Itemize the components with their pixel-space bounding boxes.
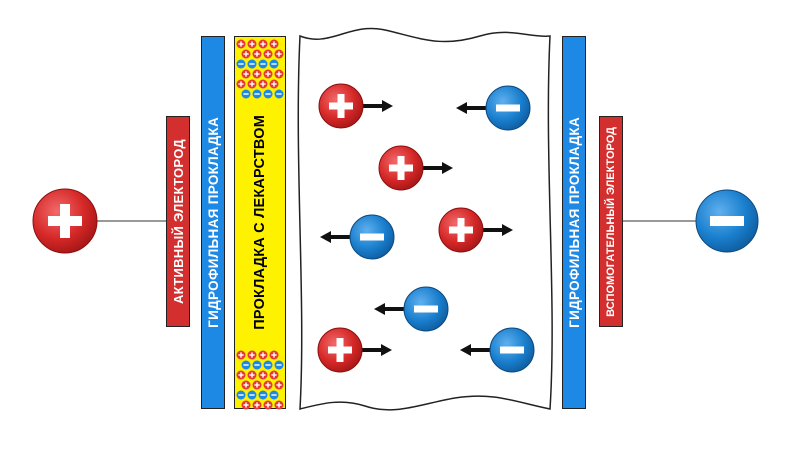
direction-arrow-icon: [374, 303, 406, 315]
hydrophilic-pad-right: ГИДРОФИЛЬНАЯ ПРОКЛАДКА: [562, 36, 586, 409]
drug-positive-dot: [241, 380, 251, 390]
direction-arrow-icon: [481, 224, 513, 236]
drug-positive-dot: [263, 400, 273, 410]
drug-negative-dot: [247, 59, 257, 69]
drug-negative-dot: [263, 360, 273, 370]
negative-terminal-icon: [695, 189, 759, 253]
ions-layer: [317, 83, 535, 373]
drug-positive-dot: [263, 380, 273, 390]
drug-negative-dot: [241, 360, 251, 370]
drug-positive-dot: [252, 49, 262, 59]
drug-positive-dot: [247, 79, 257, 89]
drug-positive-dot: [258, 350, 268, 360]
drug-positive-dot: [269, 39, 279, 49]
drug-negative-dot: [269, 390, 279, 400]
drug-positive-dot: [236, 39, 246, 49]
tissue-region: [297, 27, 553, 411]
drug-negative-dot: [258, 59, 268, 69]
drug-positive-dot: [269, 370, 279, 380]
drug-positive-dot: [247, 39, 257, 49]
auxiliary-electrode-strip: ВСПОМОГАТЕЛЬНЫЙ ЭЛЕКТОРОД: [599, 116, 623, 327]
active-electrode-strip: АКТИВНЫЙ ЭЛЕКТОРОД: [166, 116, 190, 327]
drug-negative-dot: [258, 390, 268, 400]
drug-negative-dot: [247, 390, 257, 400]
drug-positive-dot: [269, 79, 279, 89]
drug-positive-dot: [263, 49, 273, 59]
drug-molecule-clusters: [236, 39, 284, 410]
positive-terminal-icon: [32, 188, 98, 254]
drug-negative-dot: [236, 59, 246, 69]
drug-positive-dot: [269, 350, 279, 360]
drug-positive-dot: [274, 400, 284, 410]
drug-negative-dot: [236, 390, 246, 400]
drug-positive-dot: [247, 350, 257, 360]
positive-ion: [318, 83, 393, 129]
drug-negative-dot: [263, 89, 273, 99]
direction-arrow-icon: [361, 100, 393, 112]
drug-positive-dot: [241, 49, 251, 59]
drug-positive-dot: [236, 79, 246, 89]
drug-positive-dot: [263, 69, 273, 79]
positive-ion: [317, 327, 392, 373]
drug-positive-dot: [241, 400, 251, 410]
direction-arrow-icon: [456, 102, 488, 114]
negative-ion: [460, 327, 535, 373]
direction-arrow-icon: [360, 344, 392, 356]
drug-negative-dot: [269, 59, 279, 69]
drug-positive-dot: [274, 69, 284, 79]
drug-positive-dot: [252, 400, 262, 410]
hydrophilic-pad-left: ГИДРОФИЛЬНАЯ ПРОКЛАДКА: [201, 36, 225, 409]
drug-positive-dot: [252, 380, 262, 390]
drug-positive-dot: [241, 69, 251, 79]
drug-positive-dot: [236, 370, 246, 380]
drug-positive-dot: [247, 370, 257, 380]
negative-ion: [320, 214, 395, 260]
drug-positive-dot: [252, 69, 262, 79]
direction-arrow-icon: [460, 344, 492, 356]
drug-negative-dot: [252, 89, 262, 99]
direction-arrow-icon: [320, 231, 352, 243]
drug-negative-dot: [241, 89, 251, 99]
drug-positive-dot: [274, 380, 284, 390]
positive-ion: [438, 207, 513, 253]
negative-ion: [374, 286, 449, 332]
drug-negative-dot: [274, 89, 284, 99]
drug-positive-dot: [258, 370, 268, 380]
negative-ion: [456, 85, 531, 131]
drug-negative-dot: [252, 360, 262, 370]
drug-negative-dot: [274, 360, 284, 370]
drug-positive-dot: [258, 79, 268, 89]
drug-positive-dot: [274, 49, 284, 59]
positive-ion: [378, 145, 453, 191]
drug-positive-dot: [258, 39, 268, 49]
drug-positive-dot: [236, 350, 246, 360]
direction-arrow-icon: [421, 162, 453, 174]
